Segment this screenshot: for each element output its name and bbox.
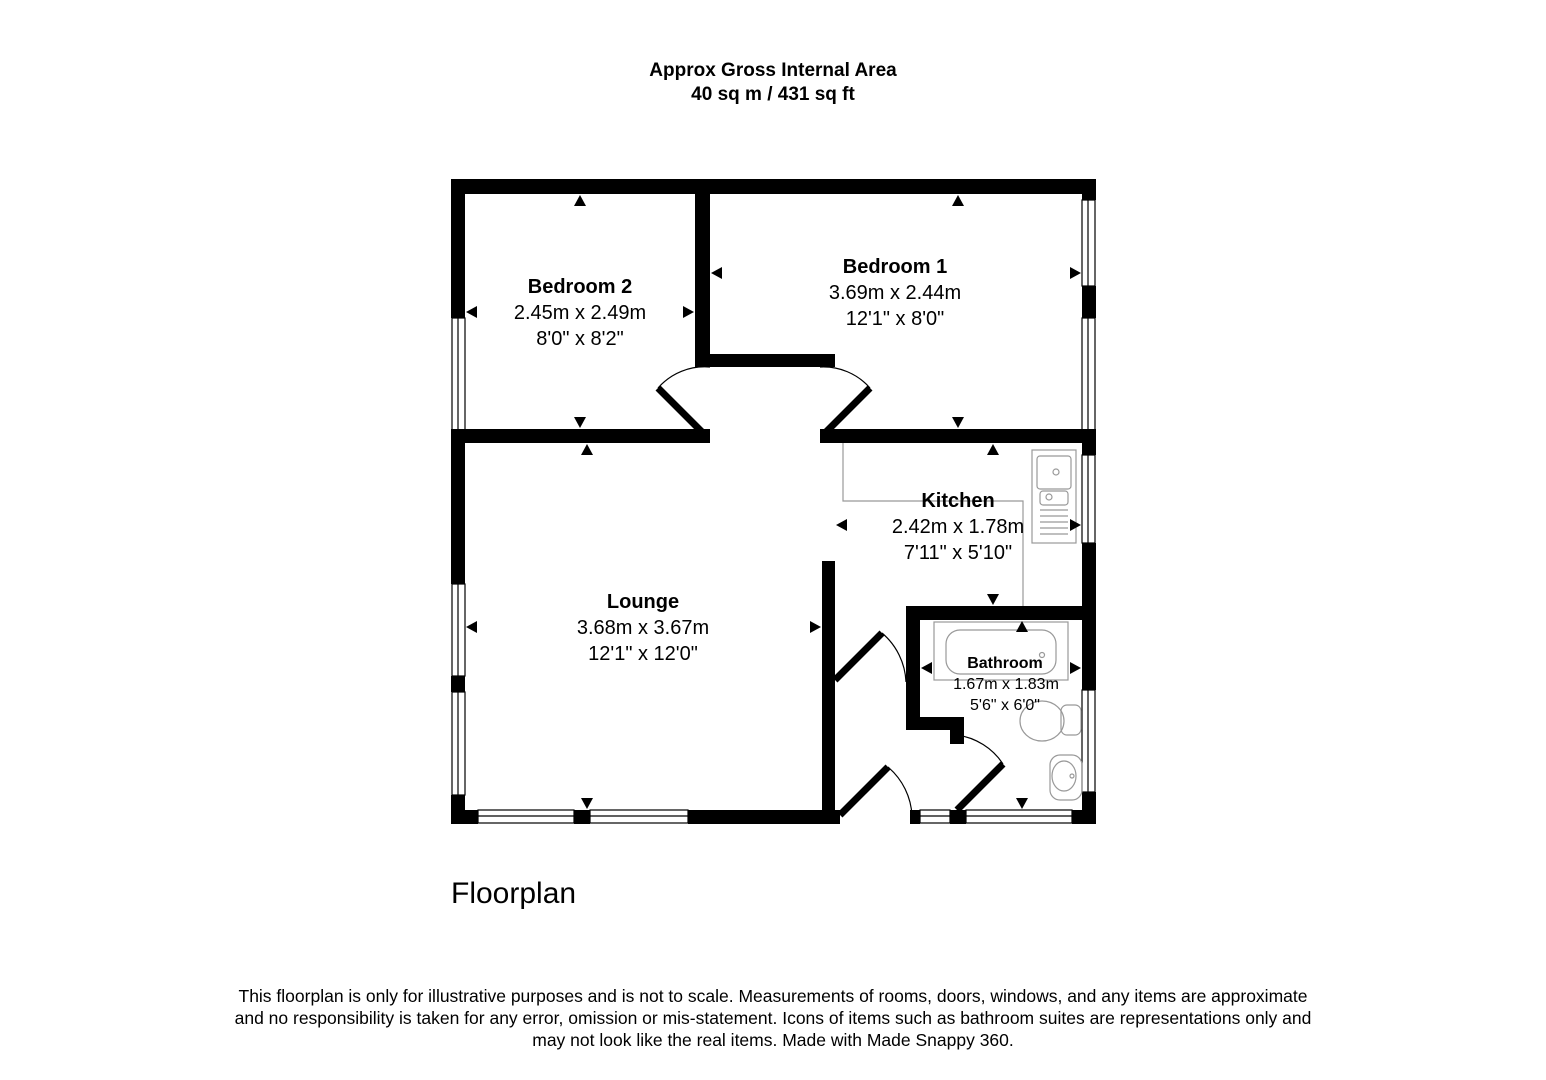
arrow-down-icon [574, 417, 586, 428]
room-metric: 2.45m x 2.49m [514, 302, 646, 324]
arrow-left-icon [466, 621, 477, 633]
sink-icon [1031, 449, 1077, 544]
arrow-right-icon [1070, 519, 1081, 531]
window-bedroom1-right-bottom [1081, 317, 1096, 431]
arrow-up-icon [952, 195, 964, 206]
window-kitchen-right [1081, 454, 1096, 544]
room-label-bedroom1: Bedroom 1 3.69m x 2.44m 12'1" x 8'0" [829, 256, 961, 330]
dimension-arrows [466, 195, 1081, 809]
door-bedroom1 [819, 366, 873, 435]
room-label-bathroom: Bathroom 1.67m x 1.83m 5'6" x 6'0" [953, 655, 1059, 714]
arrow-down-icon [581, 798, 593, 809]
walls [451, 179, 1096, 824]
room-imperial: 12'1" x 8'0" [846, 308, 945, 330]
arrow-left-icon [466, 306, 477, 318]
arrow-down-icon [987, 594, 999, 605]
room-metric: 3.68m x 3.67m [577, 617, 709, 639]
room-name: Kitchen [921, 490, 994, 512]
room-imperial: 7'11" x 5'10" [904, 542, 1012, 564]
window-bedroom2-left [451, 317, 466, 431]
window-lounge-left-top [451, 583, 466, 677]
door-bathroom [954, 734, 1006, 813]
window-bathroom-bottom [965, 809, 1073, 824]
arrow-right-icon [1070, 662, 1081, 674]
arrow-up-icon [987, 444, 999, 455]
window-bedroom1-right-top [1081, 199, 1096, 287]
toilet-icon [1019, 700, 1082, 742]
arrow-left-icon [836, 519, 847, 531]
disclaimer-line: may not look like the real items. Made w… [532, 1030, 1014, 1050]
room-label-bedroom2: Bedroom 2 2.45m x 2.49m 8'0" x 8'2" [514, 276, 646, 350]
kitchen-fixtures [842, 443, 1077, 606]
arrow-up-icon [574, 195, 586, 206]
bathroom-fixtures [933, 621, 1083, 801]
room-name: Bedroom 2 [528, 276, 632, 298]
window-lounge-bottom-left [477, 809, 575, 824]
room-name: Lounge [607, 591, 679, 613]
window-entry-bottom [919, 809, 951, 824]
area-title: Approx Gross Internal Area [649, 60, 897, 81]
room-name: Bathroom [967, 655, 1043, 672]
kitchen-worktop [842, 443, 1024, 606]
room-name: Bedroom 1 [843, 256, 947, 278]
bath-icon [933, 621, 1069, 681]
arrow-right-icon [683, 306, 694, 318]
basin-icon [1049, 754, 1083, 801]
door-bedroom2 [655, 366, 711, 435]
floor-label: Floorplan [451, 877, 577, 910]
room-label-lounge: Lounge 3.68m x 3.67m 12'1" x 12'0" [577, 591, 709, 665]
arrow-up-icon [581, 444, 593, 455]
arrow-down-icon [952, 417, 964, 428]
room-metric: 1.67m x 1.83m [953, 676, 1059, 693]
door-entrance [837, 764, 913, 818]
disclaimer-line: and no responsibility is taken for any e… [234, 1008, 1312, 1028]
arrow-down-icon [1016, 798, 1028, 809]
disclaimer: This floorplan is only for illustrative … [173, 985, 1373, 1051]
doors [655, 366, 1006, 818]
disclaimer-line: This floorplan is only for illustrative … [238, 986, 1308, 1006]
area-value: 40 sq m / 431 sq ft [691, 84, 855, 105]
door-lounge [832, 630, 907, 683]
arrow-left-icon [711, 267, 722, 279]
arrow-up-icon [1016, 621, 1028, 632]
room-imperial: 8'0" x 8'2" [536, 328, 623, 350]
arrow-left-icon [921, 662, 932, 674]
room-imperial: 5'6" x 6'0" [970, 697, 1040, 714]
window-bathroom-right [1081, 689, 1096, 793]
room-metric: 2.42m x 1.78m [892, 516, 1024, 538]
room-imperial: 12'1" x 12'0" [588, 643, 698, 665]
window-lounge-left-bottom [451, 691, 466, 796]
arrow-right-icon [810, 621, 821, 633]
arrow-right-icon [1070, 267, 1081, 279]
window-lounge-bottom-right [589, 809, 689, 824]
room-label-kitchen: Kitchen 2.42m x 1.78m 7'11" x 5'10" [892, 490, 1024, 564]
room-metric: 3.69m x 2.44m [829, 282, 961, 304]
